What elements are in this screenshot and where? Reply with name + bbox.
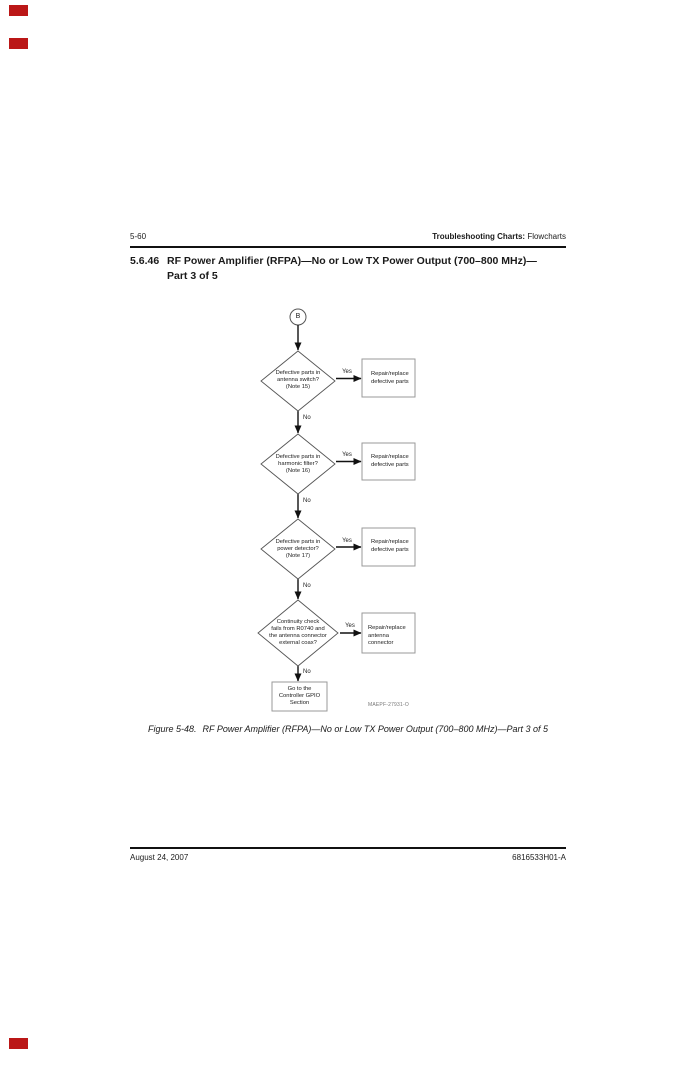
decision-2-line2: harmonic filter? — [278, 461, 318, 467]
section-heading: 5.6.46 RF Power Amplifier (RFPA)—No or L… — [130, 254, 537, 283]
crop-mark-top-2 — [9, 38, 28, 49]
decision-4-line1: Continuity check — [276, 619, 320, 625]
header-running-title: Troubleshooting Charts: Flowcharts — [432, 232, 566, 242]
no-label-3: No — [303, 583, 311, 589]
section-title-line1: RF Power Amplifier (RFPA)—No or Low TX P… — [167, 255, 537, 267]
header-page-number: 5-60 — [130, 232, 147, 241]
footer-rule — [130, 847, 566, 849]
no-label-2: No — [303, 498, 311, 504]
action-3-line1: Repair/replace — [371, 539, 409, 545]
yes-label-3: Yes — [342, 538, 352, 544]
header-running-title-bold: Troubleshooting Charts: — [432, 232, 526, 241]
terminal-line3: Section — [289, 700, 310, 706]
action-3-box — [361, 527, 416, 567]
decision-4-line2: fails from R0740 and — [271, 626, 325, 632]
figure-caption: Figure 5-48. RF Power Amplifier (RFPA)—No… — [130, 724, 566, 735]
yes-label-4: Yes — [345, 623, 355, 629]
section-title: RF Power Amplifier (RFPA)—No or Low TX P… — [167, 254, 537, 283]
action-1-line1: Repair/replace — [371, 371, 409, 377]
terminal-box — [271, 681, 328, 712]
figure-caption-text: RF Power Amplifier (RFPA)—No or Low TX P… — [202, 724, 548, 734]
action-2-text: Repair/replace defective parts — [371, 454, 415, 469]
decision-3-diamond — [260, 518, 336, 580]
page-header: 5-60 Troubleshooting Charts: Flowcharts — [130, 232, 566, 242]
yes-label-2: Yes — [342, 452, 352, 458]
page-footer: August 24, 2007 6816533H01-A — [130, 853, 566, 863]
decision-3-line3: (Note 17) — [285, 553, 311, 559]
crop-mark-bottom — [9, 1038, 28, 1049]
action-4-line1: Repair/replace — [368, 625, 406, 631]
decision-2-line1: Defective parts in — [275, 454, 321, 460]
footer-date: August 24, 2007 — [130, 853, 189, 862]
header-rule — [130, 246, 566, 248]
decision-4-text: Continuity check fails from R0740 and th… — [253, 619, 343, 647]
action-1-text: Repair/replace defective parts — [371, 371, 415, 386]
terminal-line1: Go to the — [287, 686, 312, 692]
action-4-box — [361, 612, 416, 654]
action-1-box — [361, 358, 416, 398]
decision-2-diamond — [260, 433, 336, 495]
decision-4-diamond — [257, 599, 339, 667]
decision-3-line2: power detector? — [277, 546, 319, 552]
action-4-line2: antenna connector — [368, 632, 394, 647]
crop-mark-top-1 — [9, 5, 28, 16]
action-3-line2: defective parts — [371, 546, 409, 553]
action-4-text: Repair/replace antenna connector — [368, 625, 416, 648]
decision-2-line3: (Note 16) — [285, 468, 311, 474]
yes-label-1: Yes — [342, 369, 352, 375]
decision-1-diamond — [260, 350, 336, 412]
section-number: 5.6.46 — [130, 255, 160, 267]
terminal-text: Go to the Controller GPIO Section — [272, 686, 327, 707]
connector-b-label: B — [295, 313, 301, 320]
action-1-line2: defective parts — [371, 378, 409, 385]
decision-3-line1: Defective parts in — [275, 539, 321, 545]
action-2-line1: Repair/replace — [371, 454, 409, 460]
figure-caption-label: Figure 5-48. — [148, 724, 197, 734]
terminal-line2: Controller GPIO — [278, 693, 321, 699]
decision-1-text: Defective parts in antenna switch? (Note… — [253, 370, 343, 391]
decision-2-text: Defective parts in harmonic filter? (Not… — [253, 454, 343, 475]
action-2-box — [361, 442, 416, 481]
action-3-text: Repair/replace defective parts — [371, 539, 415, 554]
section-title-line2: Part 3 of 5 — [167, 269, 218, 282]
decision-1-line2: antenna switch? — [277, 377, 319, 383]
decision-4-line3: the antenna connector — [269, 633, 327, 639]
artwork-id: MAEPF-27931-O — [368, 702, 409, 708]
decision-1-line1: Defective parts in — [275, 370, 321, 376]
header-running-title-rest: Flowcharts — [525, 232, 566, 241]
no-label-1: No — [303, 415, 311, 421]
decision-3-text: Defective parts in power detector? (Note… — [253, 539, 343, 560]
footer-doc-number: 6816533H01-A — [512, 853, 566, 862]
decision-1-line3: (Note 15) — [285, 384, 311, 390]
decision-4-line4: external coax? — [279, 640, 317, 646]
action-2-line2: defective parts — [371, 461, 409, 468]
no-label-4: No — [303, 669, 311, 675]
